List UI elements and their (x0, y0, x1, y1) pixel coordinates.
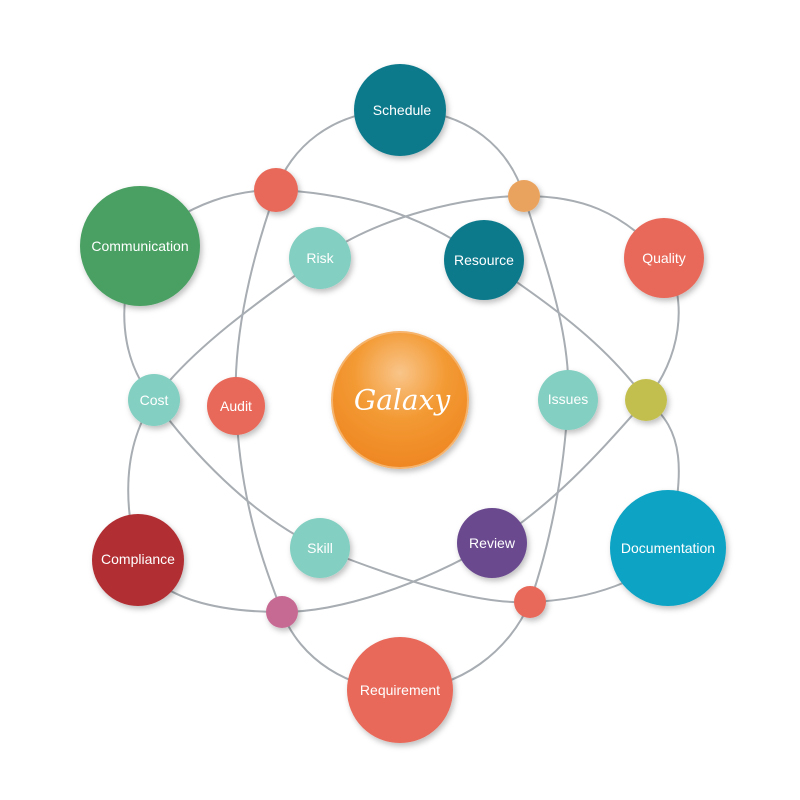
node-communication[interactable]: Communication (80, 186, 200, 306)
node-label: Resource (454, 252, 514, 268)
node-circle[interactable] (610, 490, 726, 606)
node-resource[interactable]: Resource (444, 220, 524, 300)
node-circle[interactable] (289, 227, 351, 289)
node-skill[interactable]: Skill (290, 518, 350, 578)
center-circle[interactable] (331, 331, 469, 469)
connector-dot (625, 379, 667, 421)
node-audit[interactable]: Audit (207, 377, 265, 435)
center-label: Galaxy (354, 384, 452, 417)
node-quality[interactable]: Quality (624, 218, 704, 298)
node-label: Communication (91, 238, 188, 254)
node-review[interactable]: Review (457, 508, 527, 578)
node-circle[interactable] (92, 514, 184, 606)
node-label: Skill (307, 540, 333, 556)
node-circle[interactable] (128, 374, 180, 426)
node-cost[interactable]: Cost (128, 374, 180, 426)
node-label: Requirement (360, 682, 440, 698)
node-label: Cost (140, 392, 169, 408)
node-circle[interactable] (80, 186, 200, 306)
node-circle[interactable] (290, 518, 350, 578)
node-label: Audit (220, 398, 252, 414)
node-issues[interactable]: Issues (538, 370, 598, 430)
node-label: Issues (548, 391, 588, 407)
node-schedule[interactable]: Schedule (354, 64, 446, 156)
node-label: Quality (642, 250, 686, 266)
connector-dot (254, 168, 298, 212)
node-circle[interactable] (444, 220, 524, 300)
connectors (254, 168, 667, 628)
node-label: Compliance (101, 551, 175, 567)
connector-dot (508, 180, 540, 212)
node-circle[interactable] (354, 64, 446, 156)
center-node[interactable]: Galaxy (331, 331, 469, 469)
node-label: Review (469, 535, 516, 551)
node-circle[interactable] (538, 370, 598, 430)
node-circle[interactable] (457, 508, 527, 578)
node-circle[interactable] (624, 218, 704, 298)
node-documentation[interactable]: Documentation (610, 490, 726, 606)
node-circle[interactable] (347, 637, 453, 743)
node-risk[interactable]: Risk (289, 227, 351, 289)
node-label: Risk (306, 250, 334, 266)
connector-dot (514, 586, 546, 618)
node-label: Schedule (373, 102, 432, 118)
connector-dot (266, 596, 298, 628)
node-requirement[interactable]: Requirement (347, 637, 453, 743)
node-compliance[interactable]: Compliance (92, 514, 184, 606)
node-label: Documentation (621, 540, 715, 556)
node-circle[interactable] (207, 377, 265, 435)
